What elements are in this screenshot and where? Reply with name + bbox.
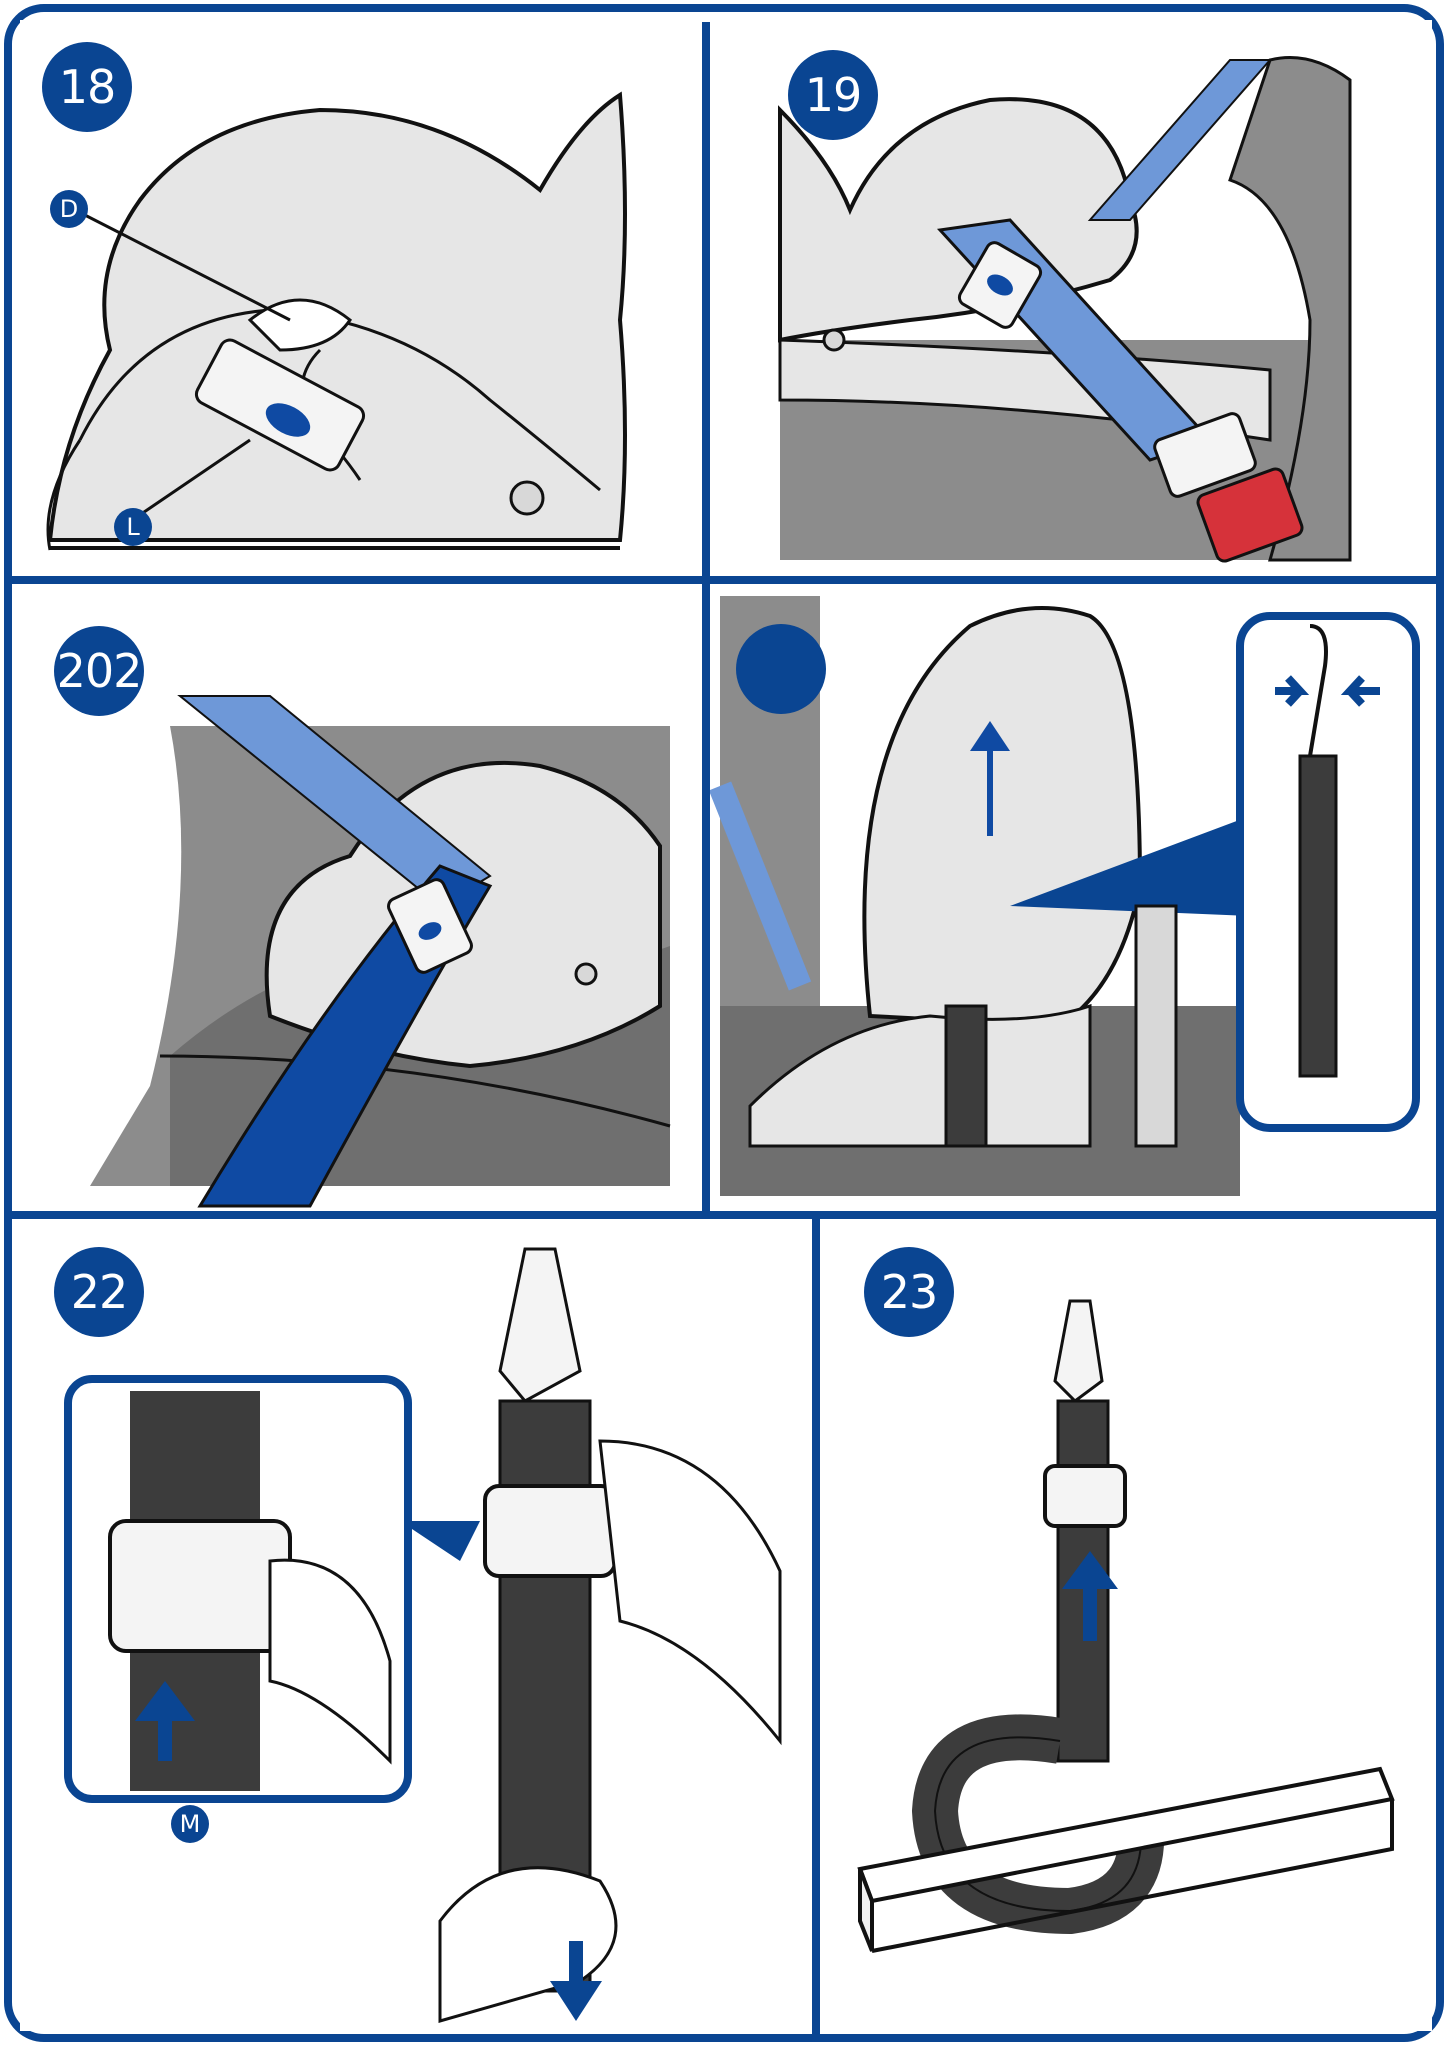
label-badge-l: L: [114, 508, 152, 546]
step-number-badge: 22: [54, 1247, 144, 1337]
buckle-tongue: [1153, 412, 1257, 498]
tensioner-detail-inset: [64, 1375, 412, 1803]
anchor-bar: [857, 1766, 1395, 1953]
step-23-panel: 23: [820, 1221, 1432, 2031]
excess-strap-loop-illustration: [857, 1299, 1395, 1953]
tensioner-buckle: [1043, 1464, 1127, 1528]
belt-under-clip-illustration: [90, 695, 671, 1208]
step-22-panel: 22 M: [20, 1221, 812, 2031]
belt-routing-illustration: [778, 56, 1352, 563]
label-badge-m: M: [171, 1805, 209, 1843]
tighten-strap-illustration: [64, 1247, 782, 2023]
step-number-badge: [736, 624, 826, 714]
callout-line-d: [74, 208, 291, 322]
step-19-panel: 19: [710, 20, 1432, 576]
step-number-badge: 202: [54, 626, 144, 716]
step-number-badge: 23: [864, 1247, 954, 1337]
step-21-panel: [710, 586, 1432, 1210]
step-number-badge: 19: [788, 50, 878, 140]
step-20-panel: 202: [20, 586, 702, 1210]
step-18-panel: 18 D L: [20, 20, 702, 576]
headrest-clip-illustration: [46, 91, 627, 551]
tether-hook-detail-inset: [1236, 612, 1420, 1132]
tensioner-buckle: [483, 1484, 617, 1578]
step-number-badge: 18: [42, 42, 132, 132]
buckle-release-button: [1196, 467, 1304, 563]
label-badge-d: D: [50, 190, 88, 228]
callout-line-l: [124, 438, 251, 527]
seat-belt-clip: [194, 338, 366, 472]
